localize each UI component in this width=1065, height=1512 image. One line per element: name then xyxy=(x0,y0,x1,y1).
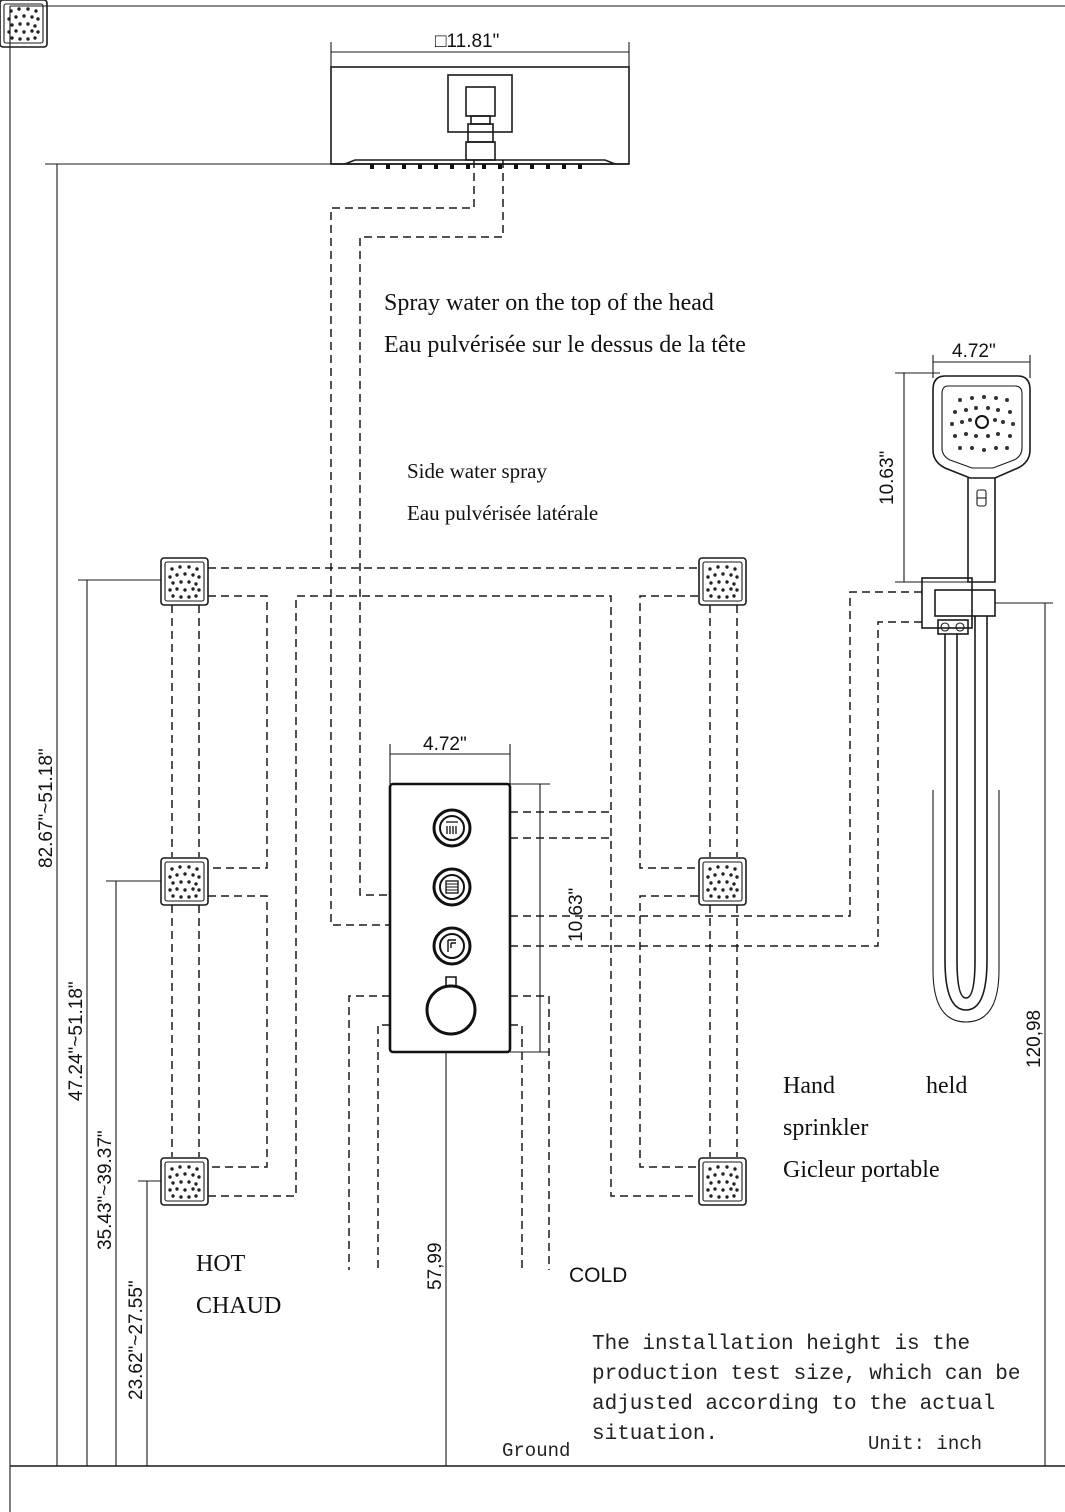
side-spray-label-fr: Eau pulvérisée latérale xyxy=(407,501,598,525)
hand-held-label-fr: Gicleur portable xyxy=(783,1157,940,1183)
function-button-icon xyxy=(432,808,472,848)
valve-ground-height-label: 57,99 xyxy=(425,1242,446,1290)
top-jet-height-label: 47.24"~51.18" xyxy=(66,981,87,1101)
rain-head-height-dimension: 82.67"~51.18" xyxy=(36,163,331,1466)
thermostatic-valve-icon xyxy=(388,782,512,1054)
hand-shower-length-label: 10.63" xyxy=(877,451,898,505)
valve-width-dimension: 4.72" xyxy=(389,734,511,784)
rain-head-size-label: □11.81" xyxy=(435,31,499,52)
bracket-height-label: 120,98 xyxy=(1024,1010,1045,1068)
rain-head-height-label: 82.67"~51.18" xyxy=(36,748,57,868)
function-button-icon xyxy=(432,867,472,907)
body-jet-bottom-left xyxy=(160,1157,209,1206)
hand-shower-width-dimension: 4.72" xyxy=(932,341,1031,378)
rain-shower-head-icon xyxy=(330,66,630,169)
body-jet-bottom-right xyxy=(698,1157,747,1206)
side-spray-label-en: Side water spray xyxy=(407,459,547,483)
hand-held-label-word3: sprinkler xyxy=(783,1115,868,1141)
valve-height-dimension: 10.63" xyxy=(510,783,587,1053)
valve-height-label: 10.63" xyxy=(566,888,587,942)
bottom-jet-height-label: 23.62"~27.55" xyxy=(126,1280,147,1400)
middle-jet-height-dimension: 35.43"~39.37" xyxy=(95,880,161,1466)
ground-label: Ground xyxy=(502,1440,570,1462)
hot-label-en: HOT xyxy=(196,1251,246,1277)
note-line-3: adjusted according to the actual xyxy=(592,1393,995,1416)
spray-top-label-en: Spray water on the top of the head xyxy=(384,290,714,316)
pipe-network xyxy=(171,160,922,1270)
note-line-4: situation. xyxy=(592,1423,718,1446)
rain-head-width-dimension: □11.81" xyxy=(330,31,630,67)
hand-shower-length-dimension: 10.63" xyxy=(877,372,968,583)
bracket-height-dimension: 120,98 xyxy=(995,602,1053,1466)
body-jet-top-right xyxy=(698,557,747,606)
bottom-jet-height-dimension: 23.62"~27.55" xyxy=(126,1180,161,1466)
hand-shower-nozzles xyxy=(950,395,1015,452)
body-jet-top-left xyxy=(160,557,209,606)
spray-top-label-fr: Eau pulvérisée sur le dessus de la tête xyxy=(384,332,746,358)
valve-ground-height-dimension: 57,99 xyxy=(425,1052,447,1466)
valve-width-label: 4.72" xyxy=(423,734,467,755)
hand-held-label-word2: held xyxy=(926,1073,967,1099)
hand-shower-width-label: 4.72" xyxy=(952,341,996,362)
note-line-1: The installation height is the xyxy=(592,1333,970,1356)
body-jet-middle-left xyxy=(160,857,209,906)
hand-shower-icon xyxy=(921,375,1031,1023)
note-line-2: production test size, which can be xyxy=(592,1363,1020,1386)
page-frame xyxy=(9,5,1065,1512)
function-button-icon xyxy=(432,926,472,966)
body-jet-icon xyxy=(0,0,48,48)
body-jet-middle-right xyxy=(698,857,747,906)
temperature-knob-icon xyxy=(425,976,477,1036)
hot-label-fr: CHAUD xyxy=(196,1293,281,1319)
middle-jet-height-label: 35.43"~39.37" xyxy=(95,1130,116,1250)
hand-held-label-word1: Hand xyxy=(783,1073,835,1099)
rain-head-nozzles xyxy=(370,164,582,169)
cold-label: COLD xyxy=(569,1264,627,1287)
top-jet-height-dimension: 47.24"~51.18" xyxy=(66,579,161,1466)
unit-label: Unit: inch xyxy=(868,1433,982,1455)
